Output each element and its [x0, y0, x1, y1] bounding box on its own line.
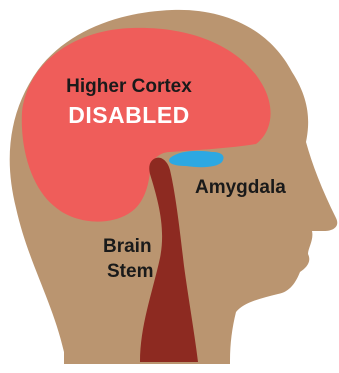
cortex-label-line2: DISABLED [0, 104, 258, 127]
brain-stem-label-line2: Stem [107, 262, 153, 281]
cortex-label-line1: Higher Cortex [0, 77, 258, 96]
brain-stem-label-line1: Brain [103, 237, 152, 256]
amygdala-label: Amygdala [195, 178, 286, 197]
